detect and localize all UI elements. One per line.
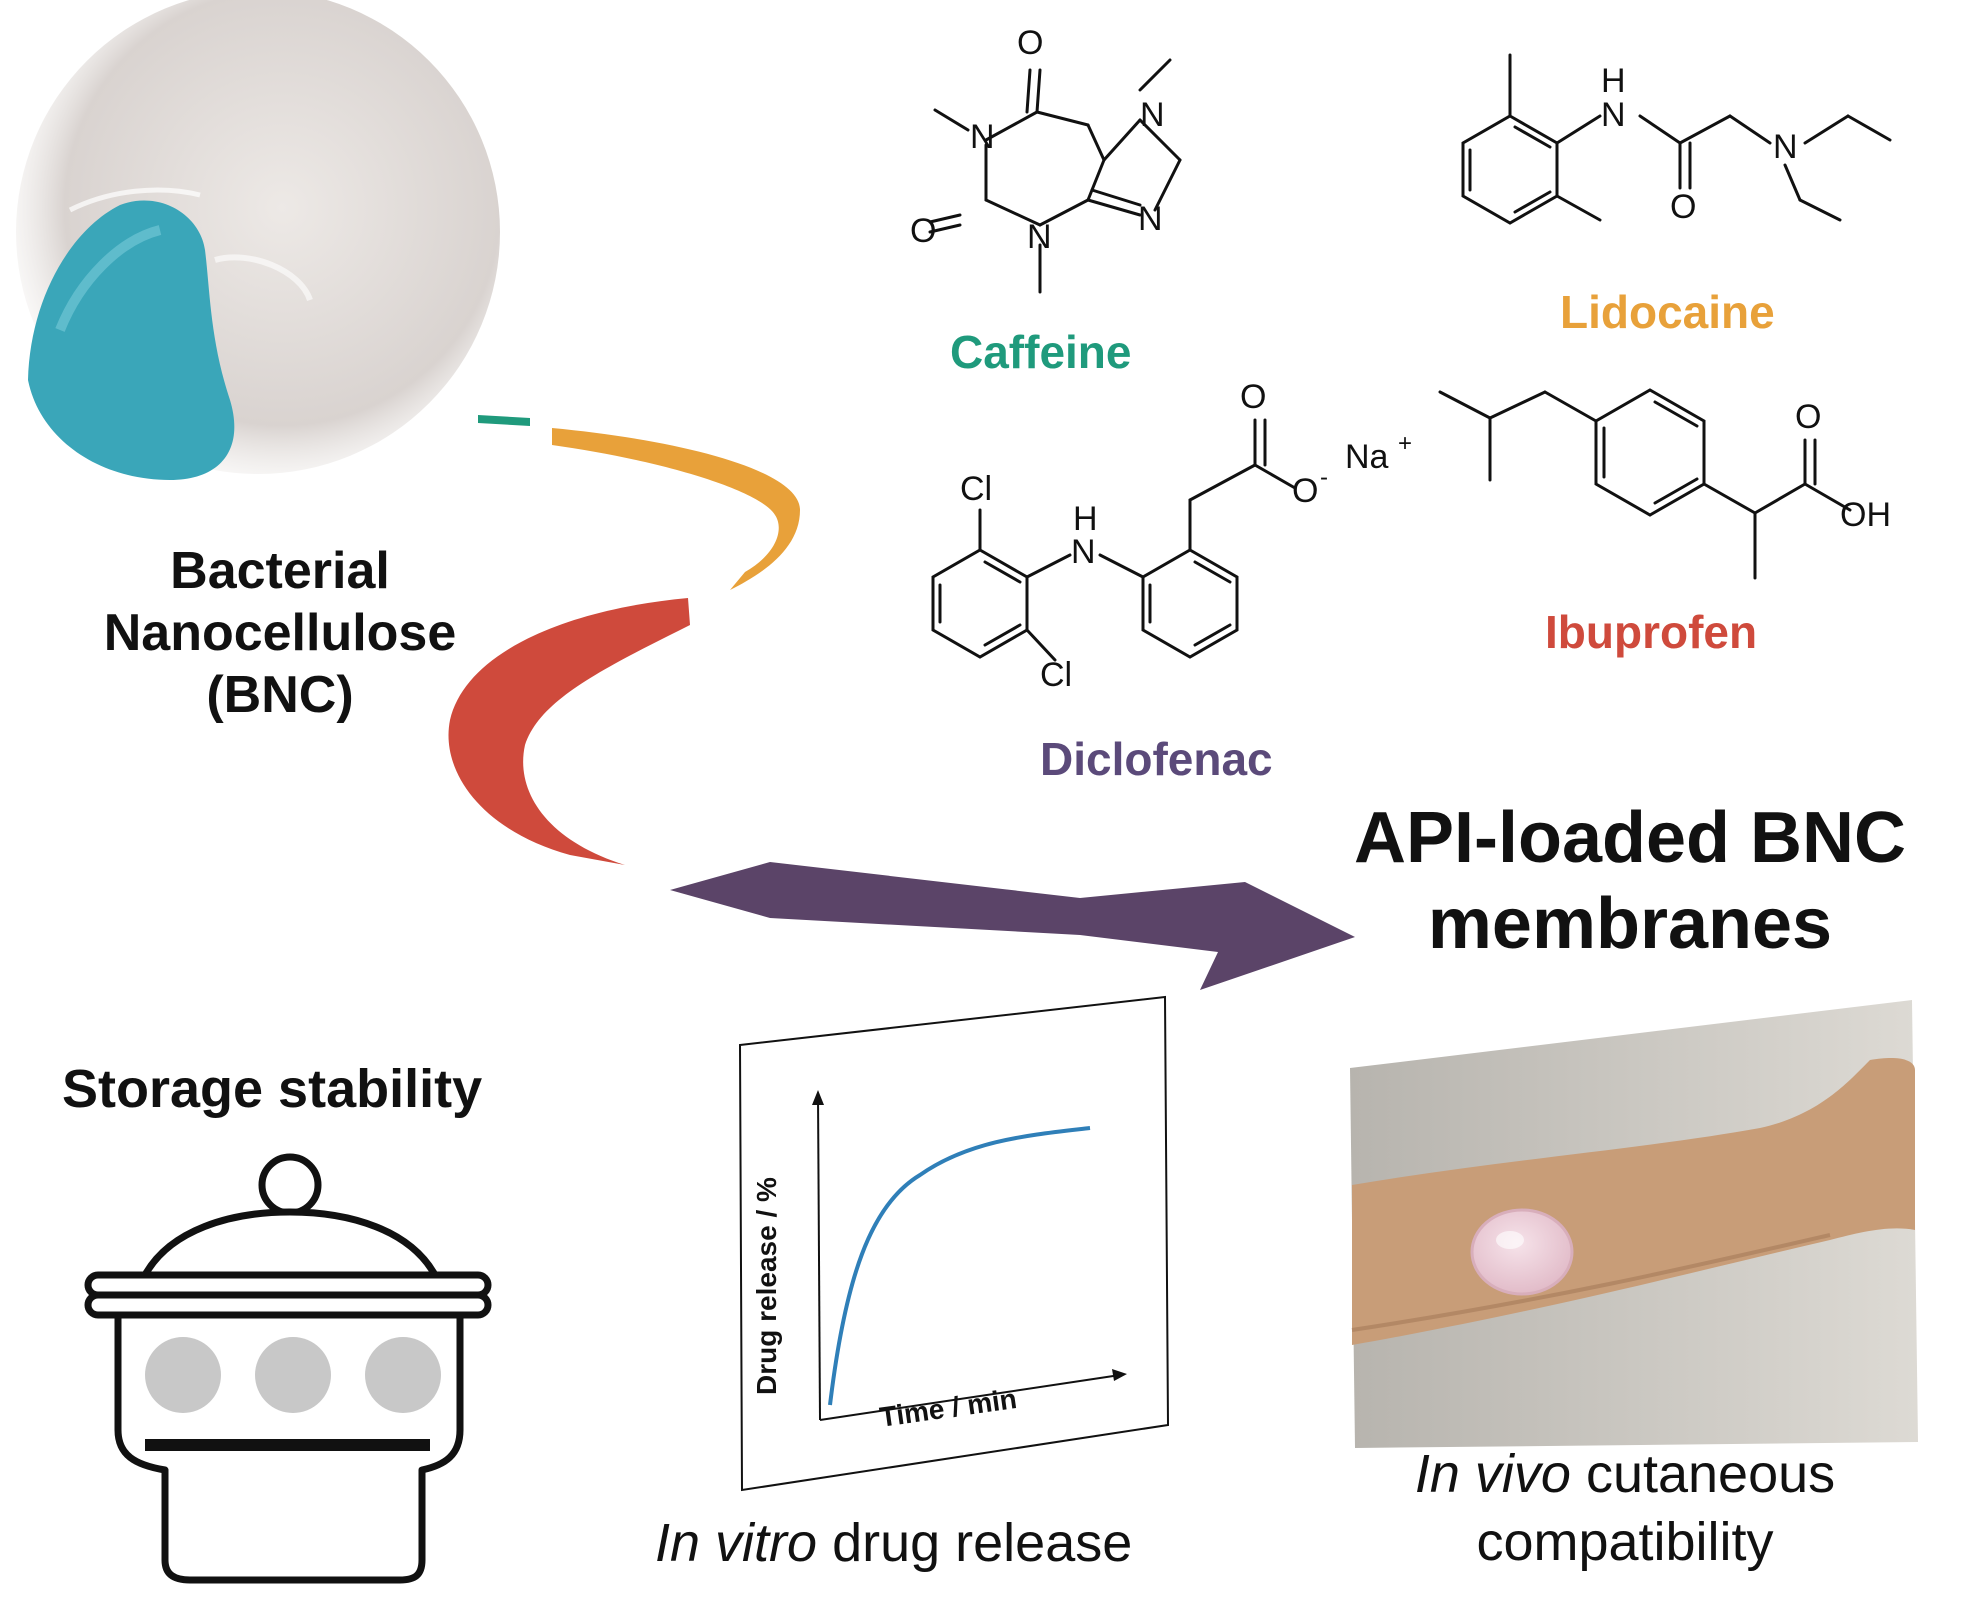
release-chart: [738, 995, 1170, 1492]
vivo-title-line1: In vivo cutaneous: [1330, 1440, 1920, 1508]
chart-panel: [738, 995, 1170, 1492]
vivo-title-em: In vivo: [1414, 1444, 1571, 1504]
product-title-line1: API-loaded BNC: [1353, 798, 1907, 878]
vivo-title-line2: compatibility: [1476, 1512, 1774, 1572]
diclofenac-structure: [931, 418, 1297, 662]
release-title: In vitro drug release: [655, 1512, 1132, 1574]
atom-o: O: [1292, 472, 1319, 510]
product-title: API-loaded BNC membranes: [1320, 795, 1940, 967]
release-title-rest: drug release: [817, 1513, 1133, 1573]
atom-n: N: [1071, 533, 1096, 571]
atom-o: O: [1240, 378, 1267, 416]
atom-o: O: [1017, 24, 1044, 62]
atom-oh: OH: [1840, 496, 1891, 534]
atom-h: H: [1601, 62, 1626, 100]
product-title-line2: membranes: [1427, 884, 1833, 964]
lidocaine-structure: [1461, 53, 1892, 225]
charge-minus: -: [1320, 464, 1328, 491]
atom-n: N: [1140, 96, 1165, 134]
flow-arrow: [448, 415, 1355, 990]
vivo-title-rest: cutaneous: [1570, 1444, 1836, 1504]
atom-n: N: [1773, 128, 1798, 166]
ibuprofen-structure: [1438, 388, 1852, 580]
release-title-em: In vitro: [655, 1513, 818, 1573]
atom-h: H: [1073, 500, 1098, 538]
chart-x-axis: [819, 1374, 1121, 1421]
atom-n: N: [1601, 96, 1626, 134]
bnc-title-line1: Bacterial: [170, 542, 390, 600]
desiccator-icon: [84, 1153, 492, 1584]
atom-n: N: [970, 118, 995, 156]
bnc-title-line2: Nanocellulose: [103, 604, 457, 662]
bnc-membrane-photo: [16, 0, 500, 480]
bnc-patch: [1470, 1208, 1574, 1296]
release-curve: [828, 1126, 1091, 1406]
caffeine-structure: [928, 58, 1182, 294]
atom-n: N: [1138, 200, 1163, 238]
arm-photo: [1350, 1000, 1918, 1448]
atom-cl: Cl: [960, 470, 993, 508]
vivo-title: In vivo cutaneous compatibility: [1330, 1440, 1920, 1576]
atom-o: O: [910, 212, 937, 250]
flow-segment-red: [448, 598, 690, 865]
bnc-title-line3: (BNC): [206, 666, 354, 724]
diclofenac-label: Diclofenac: [1040, 733, 1273, 785]
atom-na: Na: [1345, 438, 1389, 476]
atom-n: N: [1027, 218, 1052, 256]
storage-title: Storage stability: [62, 1059, 483, 1119]
lidocaine-label: Lidocaine: [1560, 286, 1775, 338]
caffeine-label: Caffeine: [950, 326, 1132, 378]
flow-segment-orange: [552, 428, 800, 590]
charge-plus: +: [1398, 430, 1413, 457]
atom-cl: Cl: [1040, 656, 1073, 694]
atom-o: O: [1795, 398, 1822, 436]
bnc-title: Bacterial Nanocellulose (BNC): [60, 540, 500, 726]
flow-segment-teal: [478, 415, 530, 426]
ibuprofen-label: Ibuprofen: [1545, 606, 1758, 658]
chart-y-axis: [817, 1094, 821, 1421]
chart-ylabel: Drug release / %: [750, 1177, 782, 1395]
atom-o: O: [1670, 188, 1697, 226]
flow-segment-purple: [670, 862, 1355, 990]
